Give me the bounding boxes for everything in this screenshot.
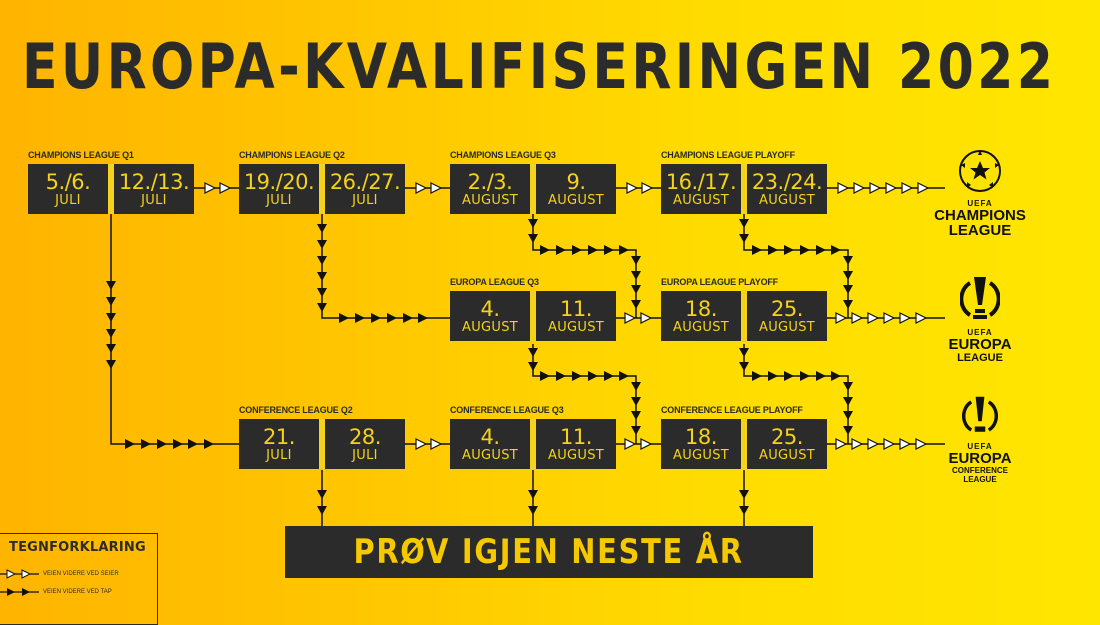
legend-arrows: [0, 569, 39, 596]
stage-label: CHAMPIONS LEAGUE Q3: [450, 150, 556, 160]
leg-1: 16./17.AUGUST: [661, 164, 741, 214]
stage-cl-q3: CHAMPIONS LEAGUE Q3 2./3.AUGUST 9.AUGUST: [450, 150, 616, 214]
stage-ecl-q2: CONFERENCE LEAGUE Q2 21.JULI 28.JULI: [239, 405, 405, 469]
europa-league-logo: UEFA EUROPA LEAGUE: [930, 275, 1030, 364]
stage-label: CONFERENCE LEAGUE Q2: [239, 405, 353, 415]
leg-2: 25.AUGUST: [747, 419, 827, 469]
stage-label: CONFERENCE LEAGUE PLAYOFF: [661, 405, 803, 415]
stage-label: CHAMPIONS LEAGUE Q2: [239, 150, 345, 160]
leg-2: 11.AUGUST: [536, 419, 616, 469]
champions-league-logo: UEFA CHAMPIONS LEAGUE: [925, 148, 1035, 238]
stage-cl-q1: CHAMPIONS LEAGUE Q1 5./6.JULI 12./13.JUL…: [28, 150, 194, 214]
solid-arrow-icon: [22, 588, 30, 596]
leg-1: 18.AUGUST: [661, 291, 741, 341]
legend: TEGNFORKLARING VEIEN VIDERE VED SEIER VE…: [0, 533, 158, 625]
hollow-arrow-icon: [6, 569, 17, 579]
leg-2: 9.AUGUST: [536, 164, 616, 214]
stage-el-playoff: EUROPA LEAGUE PLAYOFF 18.AUGUST 25.AUGUS…: [661, 277, 827, 341]
leg-1: 4.AUGUST: [450, 291, 530, 341]
leg-2: 26./27.JULI: [325, 164, 405, 214]
leg-2: 28.JULI: [325, 419, 405, 469]
retry-next-year-banner: PRØV IGJEN NESTE ÅR: [285, 526, 813, 578]
starball-icon: [959, 150, 1001, 192]
stage-label: EUROPA LEAGUE PLAYOFF: [661, 277, 778, 287]
stage-el-q3: EUROPA LEAGUE Q3 4.AUGUST 11.AUGUST: [450, 277, 616, 341]
stage-label: CHAMPIONS LEAGUE PLAYOFF: [661, 150, 795, 160]
leg-1: 4.AUGUST: [450, 419, 530, 469]
trophy-icon: [961, 396, 999, 432]
leg-1: 21.JULI: [239, 419, 319, 469]
solid-arrow-icon: [7, 588, 15, 596]
leg-1: 19./20.JULI: [239, 164, 319, 214]
legend-title: TEGNFORKLARING: [9, 540, 146, 555]
stage-label: CHAMPIONS LEAGUE Q1: [28, 150, 134, 160]
trophy-icon: [959, 277, 1001, 319]
stage-ecl-playoff: CONFERENCE LEAGUE PLAYOFF 18.AUGUST 25.A…: [661, 405, 827, 469]
page-title: EUROPA-KVALIFISERINGEN 2022: [22, 30, 1057, 103]
leg-1: 5./6.JULI: [28, 164, 108, 214]
leg-2: 25.AUGUST: [747, 291, 827, 341]
stage-cl-playoff: CHAMPIONS LEAGUE PLAYOFF 16./17.AUGUST 2…: [661, 150, 827, 214]
leg-1: 2./3.AUGUST: [450, 164, 530, 214]
leg-2: 11.AUGUST: [536, 291, 616, 341]
hollow-arrow-icon: [21, 569, 32, 579]
conference-league-logo: UEFA EUROPA CONFERENCE LEAGUE: [930, 395, 1030, 484]
stage-label: EUROPA LEAGUE Q3: [450, 277, 539, 287]
stage-cl-q2: CHAMPIONS LEAGUE Q2 19./20.JULI 26./27.J…: [239, 150, 405, 214]
stage-ecl-q3: CONFERENCE LEAGUE Q3 4.AUGUST 11.AUGUST: [450, 405, 616, 469]
leg-2: 12./13.JULI: [114, 164, 194, 214]
legend-item-loss: VEIEN VIDERE VED TAP: [43, 589, 112, 595]
leg-1: 18.AUGUST: [661, 419, 741, 469]
leg-2: 23./24.AUGUST: [747, 164, 827, 214]
legend-item-win: VEIEN VIDERE VED SEIER: [43, 571, 119, 577]
stage-label: CONFERENCE LEAGUE Q3: [450, 405, 564, 415]
